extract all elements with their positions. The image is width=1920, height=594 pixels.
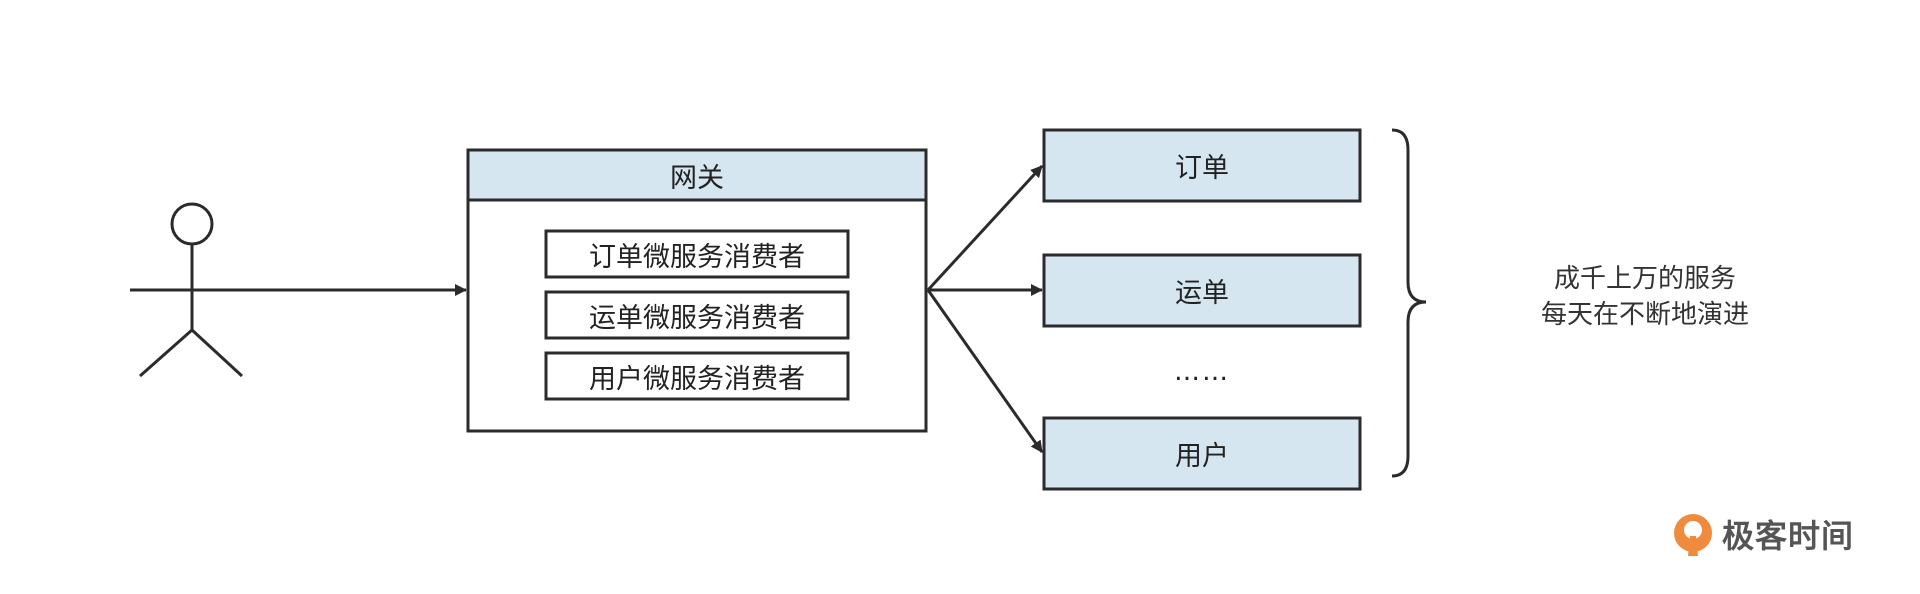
service-label-waybill: 运单 — [1175, 278, 1229, 309]
services-note: 成千上万的服务 每天在不断地演进 — [1480, 262, 1810, 332]
geektime-logo-text: 极客时间 — [1722, 517, 1855, 555]
gateway-to-order-arrow — [926, 164, 1044, 292]
consumer-box-order — [544, 229, 850, 279]
gateway-to-user-arrow — [926, 289, 1044, 453]
service-label-user: 用户 — [1175, 441, 1229, 472]
service-box-waybill — [1042, 253, 1362, 328]
service-box-order — [1042, 128, 1362, 203]
user-actor-icon — [130, 202, 252, 378]
more-services-ellipsis: …… — [1174, 357, 1230, 387]
consumer-label-waybill: 运单微服务消费者 — [589, 302, 805, 334]
gateway-header — [466, 148, 928, 202]
consumer-box-user — [544, 351, 850, 401]
curly-brace — [1391, 128, 1427, 478]
service-label-order: 订单 — [1175, 153, 1229, 184]
services-note-line2: 每天在不断地演进 — [1540, 300, 1749, 330]
consumer-label-user: 用户微服务消费者 — [589, 363, 805, 395]
services-note-line1: 成千上万的服务 — [1553, 264, 1736, 294]
service-box-user — [1042, 416, 1362, 491]
geektime-logo: 极客时间 — [1672, 508, 1854, 560]
consumer-box-waybill — [544, 290, 850, 340]
gateway-title: 网关 — [670, 162, 724, 194]
geektime-logo-icon — [1674, 514, 1712, 556]
consumer-label-order: 订单微服务消费者 — [589, 241, 805, 273]
